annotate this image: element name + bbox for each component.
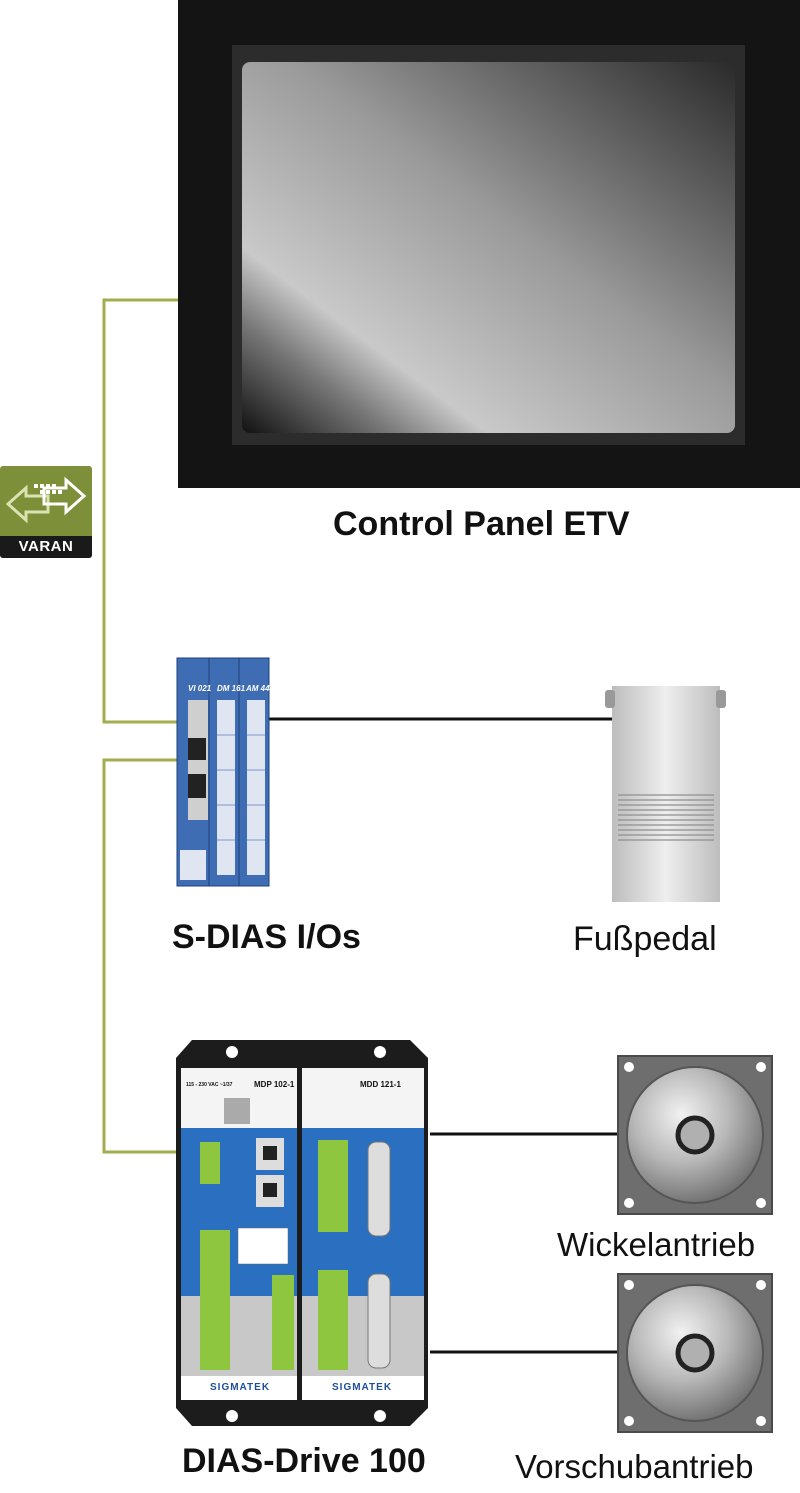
caption-wickelantrieb: Wickelantrieb [557, 1226, 756, 1263]
caption-foot-pedal: Fußpedal [573, 920, 717, 958]
panel-screen [242, 62, 735, 433]
varan-logo: VARAN [0, 466, 92, 558]
caption-dias-drive: DIAS-Drive 100 [182, 1442, 426, 1480]
sigmatek-brand-right: SIGMATEK [332, 1382, 393, 1393]
sigmatek-brand-left: SIGMATEK [210, 1382, 271, 1393]
varan-arrow-icon [5, 476, 87, 524]
varan-label: VARAN [0, 536, 92, 558]
sdias-module-label: AM 441 [246, 684, 275, 693]
sdias-io-stack [176, 657, 270, 887]
dias-drive-100 [176, 1040, 428, 1426]
sdias-module-label: VI 021 [188, 684, 212, 693]
varan-bus-lines [102, 298, 180, 1154]
drive-voltage-label: 115 - 230 VAC ~1/37 [186, 1082, 233, 1088]
motor-wickel [617, 1055, 773, 1215]
control-panel-etv [178, 0, 800, 488]
bus-line-drive [102, 758, 180, 1154]
caption-sdias: S-DIAS I/Os [172, 918, 361, 956]
caption-vorschubantrieb: Vorschubantrieb [515, 1448, 754, 1485]
caption-control-panel: Control Panel ETV [333, 505, 630, 543]
bus-line-panel [102, 298, 180, 724]
drive-left-module-label: MDP 102-1 [254, 1080, 295, 1089]
foot-pedal [605, 686, 726, 902]
sdias-module-label: DM 161 [217, 684, 246, 693]
motor-vorschub [617, 1273, 773, 1433]
device-cables [268, 717, 618, 1354]
drive-right-module-label: MDD 121-1 [360, 1080, 401, 1089]
